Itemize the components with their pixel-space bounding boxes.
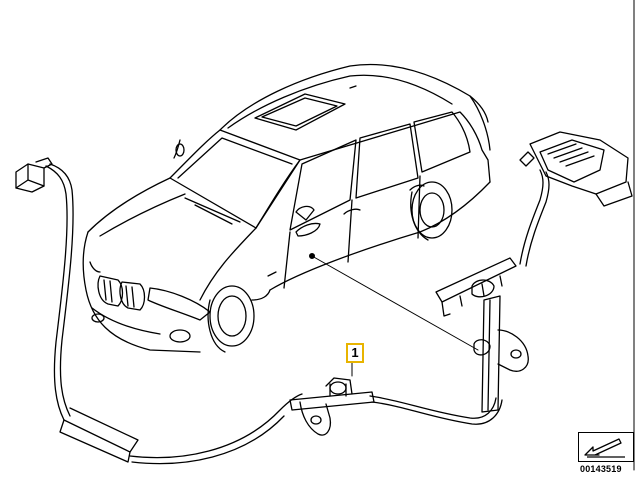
sensor-part bbox=[289, 359, 375, 436]
view-arrow-box bbox=[578, 432, 634, 462]
view-arrow-icon bbox=[584, 438, 625, 458]
leader-line bbox=[311, 255, 479, 351]
mounting-bracket bbox=[435, 257, 529, 413]
wiring-harness bbox=[15, 157, 550, 465]
control-module bbox=[519, 131, 633, 207]
car-illustration bbox=[82, 63, 491, 353]
reference-number: 00143519 bbox=[580, 464, 622, 474]
callout-label-1: 1 bbox=[346, 343, 364, 363]
